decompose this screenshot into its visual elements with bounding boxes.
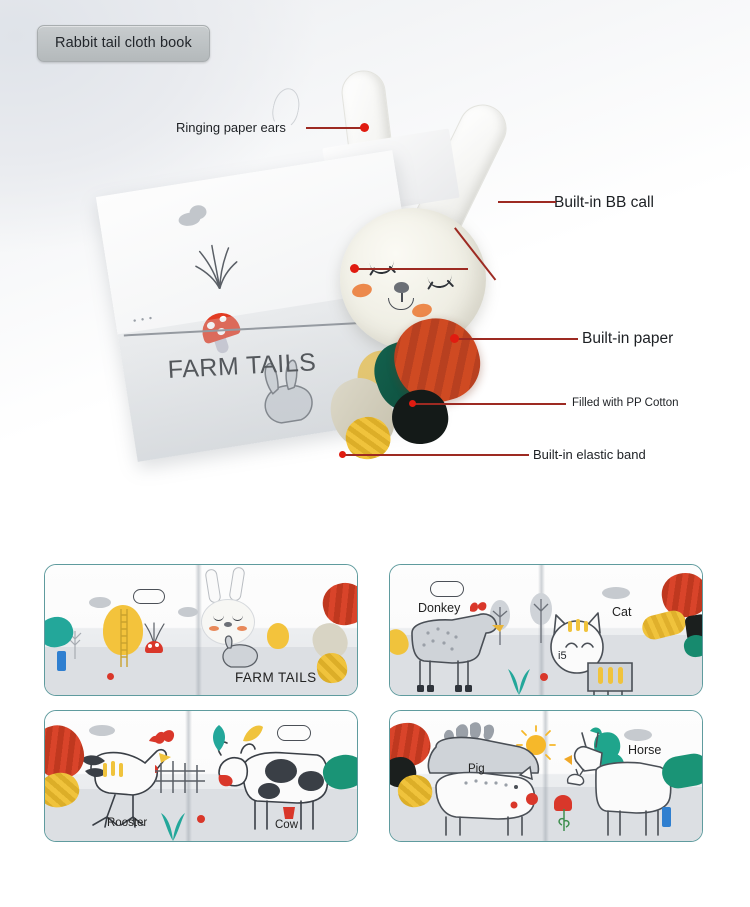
hero-product-photo: FARM TAILS bbox=[95, 60, 565, 520]
thumbnail-label-cow: Cow bbox=[275, 819, 299, 831]
flower-dot bbox=[197, 815, 205, 823]
callout-label-ringing-paper-ears: Ringing paper ears bbox=[176, 120, 286, 135]
callout-line-bb-call-lower bbox=[356, 268, 468, 270]
brand-tag-icon bbox=[57, 651, 66, 671]
thumbnail-label-rooster: Rooster bbox=[107, 817, 148, 829]
callout-line-elastic-band bbox=[344, 454, 529, 456]
callout-label-built-in-paper: Built-in paper bbox=[582, 330, 674, 347]
callout-dot-elastic-band bbox=[339, 451, 346, 458]
callout-label-built-in-bb-call: Built-in BB call bbox=[554, 194, 654, 211]
grass-scribble bbox=[128, 306, 160, 324]
cloud-outline-icon bbox=[133, 589, 165, 604]
yellow-tree-icon bbox=[103, 605, 143, 655]
callout-label-filled-with-pp-cotton: Filled with PP Cotton bbox=[572, 397, 679, 409]
bunny-line-drawing bbox=[264, 359, 313, 424]
thumbnail-label-cat: Cat bbox=[612, 605, 632, 619]
grey-tree-icon bbox=[530, 593, 552, 643]
callout-label-built-in-elastic-band: Built-in elastic band bbox=[533, 447, 646, 462]
cow-illustration bbox=[217, 741, 329, 830]
mushroom-cap-icon bbox=[197, 308, 242, 345]
pig-illustration bbox=[427, 722, 540, 836]
bunny-face-illustration bbox=[197, 566, 259, 647]
rabbit-eye-left bbox=[369, 258, 395, 276]
thumbnail-donkey-cat[interactable]: i5 Donkey Cat bbox=[389, 564, 703, 696]
thumbnail-label-farm-tails: FARM TAILS bbox=[235, 670, 317, 685]
hero-product-section: FARM TAILS Ringing paper ears bbox=[0, 60, 750, 530]
rabbit-cheek-left bbox=[350, 282, 374, 299]
ladder-icon bbox=[120, 609, 128, 667]
donkey-illustration bbox=[411, 602, 504, 692]
callout-dot-pp-cotton bbox=[409, 400, 416, 407]
cloud-icon bbox=[602, 587, 630, 599]
brand-tag-icon bbox=[662, 807, 671, 827]
teal-leaf-icon bbox=[213, 725, 225, 751]
grey-bunny-line-icon bbox=[222, 635, 259, 668]
small-yellow-tree-icon bbox=[267, 623, 289, 649]
cloud-icon bbox=[89, 725, 115, 736]
thumbnail-grid: FARM TAILS bbox=[0, 558, 750, 858]
book-cover-title: FARM TAILS bbox=[167, 348, 317, 384]
cloud-outline-icon bbox=[430, 581, 464, 597]
yellow-leaf-icon bbox=[243, 725, 263, 742]
thumbnail-pig-horse[interactable]: Pig Horse bbox=[389, 710, 703, 842]
rabbit-cheek-right bbox=[410, 302, 434, 319]
leaf-spray-illustration bbox=[195, 244, 238, 290]
sun-icon bbox=[526, 735, 546, 755]
cloud-icon bbox=[178, 607, 198, 617]
thumbnail-label-donkey: Donkey bbox=[418, 601, 461, 615]
grass-icon bbox=[161, 813, 185, 841]
thumbnail-farm-tails[interactable]: FARM TAILS bbox=[44, 564, 358, 696]
tulip-stem-icon bbox=[558, 809, 570, 831]
fence-icon bbox=[155, 761, 205, 793]
thumbnail-rooster-cow[interactable]: Rooster Cow bbox=[44, 710, 358, 842]
flower-dot bbox=[540, 673, 548, 681]
horse-illustration bbox=[564, 727, 672, 836]
bird-icon bbox=[566, 768, 585, 786]
tulip-icon bbox=[554, 795, 572, 811]
product-title-badge: Rabbit tail cloth book bbox=[37, 25, 210, 62]
rabbit-eye-right bbox=[427, 272, 453, 290]
cat-illustration: i5 bbox=[550, 612, 633, 695]
mushroom-stem bbox=[212, 331, 231, 355]
thumbnail-label-horse: Horse bbox=[628, 743, 662, 757]
callout-line-bb-call-top bbox=[498, 201, 556, 203]
cloud-icon bbox=[89, 597, 111, 608]
cloud-icon bbox=[624, 729, 652, 741]
callout-dot-ringing-paper-ears bbox=[360, 123, 369, 132]
rabbit-nose bbox=[394, 282, 409, 293]
flower-dot bbox=[107, 673, 114, 680]
thumbnail-label-pig: Pig bbox=[468, 763, 485, 775]
rabbit-mouth bbox=[388, 298, 414, 310]
callout-line-built-in-paper bbox=[456, 338, 578, 340]
callout-dot-bb-call bbox=[350, 264, 359, 273]
grass-icon bbox=[508, 669, 530, 695]
cloud-outline-icon bbox=[277, 725, 311, 741]
mushroom-icon bbox=[145, 641, 163, 653]
callout-line-pp-cotton bbox=[414, 403, 566, 405]
callout-line-ringing-paper-ears bbox=[306, 127, 364, 129]
callout-dot-built-in-paper bbox=[450, 334, 459, 343]
svg-text:i5: i5 bbox=[558, 650, 567, 662]
